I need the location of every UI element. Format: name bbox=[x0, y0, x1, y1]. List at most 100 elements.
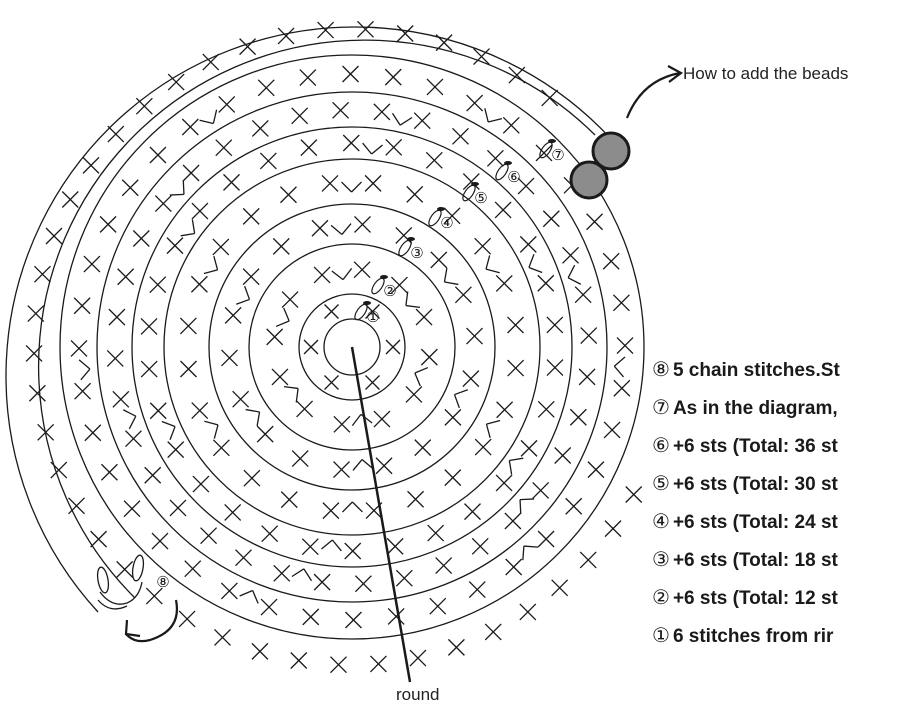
spiral-stitch-symbol bbox=[33, 265, 51, 283]
single-crochet-symbol bbox=[149, 276, 167, 294]
single-crochet-symbol bbox=[554, 447, 572, 464]
single-crochet-symbol bbox=[426, 78, 444, 96]
single-crochet-symbol bbox=[464, 503, 481, 521]
single-crochet-symbol bbox=[466, 94, 484, 112]
increase-symbol bbox=[508, 457, 524, 475]
increase-symbol bbox=[485, 255, 500, 274]
single-crochet-symbol bbox=[321, 175, 339, 192]
single-crochet-symbol bbox=[507, 359, 525, 377]
bead-marker bbox=[437, 207, 445, 211]
single-crochet-symbol bbox=[242, 268, 260, 286]
round-label: round bbox=[396, 685, 440, 704]
single-crochet-symbol bbox=[414, 439, 432, 457]
spiral-stitch-symbol bbox=[409, 649, 427, 667]
single-crochet-symbol bbox=[565, 497, 583, 515]
round-5-ring bbox=[131, 126, 573, 568]
bead-marker bbox=[363, 301, 371, 305]
bead-marker bbox=[380, 275, 388, 279]
single-crochet-symbol bbox=[454, 286, 472, 304]
spiral-stitch-symbol bbox=[484, 623, 502, 641]
increase-symbol bbox=[484, 108, 503, 123]
single-crochet-symbol bbox=[385, 339, 401, 355]
increase-symbol bbox=[235, 285, 251, 305]
single-crochet-symbol bbox=[291, 450, 309, 468]
increase-symbol bbox=[239, 589, 259, 604]
single-crochet-symbol bbox=[353, 261, 371, 279]
single-crochet-symbol bbox=[232, 390, 250, 408]
single-crochet-symbol bbox=[271, 368, 289, 386]
legend-text: +6 sts (Total: 18 st bbox=[672, 550, 838, 571]
legend-row: ④+6 sts (Total: 24 st bbox=[652, 510, 904, 548]
increase-symbol bbox=[443, 267, 459, 286]
spiral-stitch-symbol bbox=[178, 610, 196, 628]
round-6-ring bbox=[96, 91, 608, 603]
increase-symbol bbox=[330, 223, 352, 235]
spiral-stitch-symbol bbox=[330, 656, 347, 674]
single-crochet-symbol bbox=[507, 316, 524, 334]
single-crochet-symbol bbox=[535, 144, 553, 162]
single-crochet-symbol bbox=[181, 118, 199, 136]
legend-number: ⑧ bbox=[652, 359, 670, 381]
single-crochet-symbol bbox=[100, 463, 118, 481]
single-crochet-symbol bbox=[121, 179, 139, 197]
round-2-ring bbox=[248, 243, 456, 451]
legend-number: ① bbox=[652, 625, 670, 647]
increase-symbol bbox=[341, 181, 363, 193]
increase-symbol bbox=[180, 219, 196, 237]
single-crochet-symbol bbox=[517, 177, 535, 195]
increase-symbol bbox=[122, 409, 137, 430]
magic-ring bbox=[323, 318, 381, 376]
single-crochet-symbol bbox=[429, 597, 447, 615]
spiral-stitch-symbol bbox=[135, 97, 153, 115]
single-crochet-symbol bbox=[261, 525, 279, 543]
round-number-marker: ② bbox=[383, 282, 396, 300]
single-crochet-symbol bbox=[390, 276, 408, 294]
single-crochet-symbol bbox=[99, 215, 117, 233]
single-crochet-symbol bbox=[300, 139, 318, 157]
legend-text: 6 stitches from rir bbox=[672, 626, 834, 647]
single-crochet-symbol bbox=[430, 251, 448, 269]
single-crochet-symbol bbox=[256, 425, 274, 443]
single-crochet-symbol bbox=[124, 430, 142, 448]
spiral-stitch-symbol bbox=[145, 587, 163, 605]
single-crochet-symbol bbox=[280, 491, 298, 509]
spiral-stitch-symbol bbox=[61, 191, 79, 208]
beads bbox=[569, 131, 631, 200]
legend-number: ② bbox=[652, 587, 670, 609]
single-crochet-symbol bbox=[546, 359, 564, 377]
single-crochet-symbol bbox=[70, 340, 88, 357]
single-crochet-symbol bbox=[215, 139, 233, 157]
single-crochet-symbol bbox=[562, 246, 580, 264]
single-crochet-symbol bbox=[169, 499, 187, 517]
single-crochet-symbol bbox=[123, 500, 141, 518]
single-crochet-symbol bbox=[299, 69, 317, 87]
single-crochet-symbol bbox=[387, 607, 405, 625]
single-crochet-symbol bbox=[303, 339, 319, 355]
single-crochet-symbol bbox=[602, 252, 620, 270]
increase-symbol bbox=[161, 420, 176, 440]
spiral-stitch-symbol bbox=[45, 227, 63, 245]
increase-symbol bbox=[519, 498, 535, 514]
spiral-stitch-symbol bbox=[277, 27, 295, 45]
single-crochet-symbol bbox=[405, 385, 423, 403]
single-crochet-symbol bbox=[84, 424, 102, 442]
stitch-symbols bbox=[25, 20, 643, 674]
single-crochet-symbol bbox=[221, 349, 238, 367]
outer-spiral bbox=[5, 26, 613, 613]
single-crochet-symbol bbox=[179, 317, 197, 335]
single-crochet-symbol bbox=[574, 286, 592, 304]
increase-symbol bbox=[203, 256, 219, 275]
chain-loop bbox=[131, 554, 145, 582]
single-crochet-symbol bbox=[603, 421, 621, 439]
spiral-stitch-symbol bbox=[28, 384, 46, 402]
increase-symbol bbox=[78, 359, 91, 381]
spiral-stitch-symbol bbox=[90, 530, 108, 548]
legend-row: ⑤+6 sts (Total: 30 st bbox=[652, 472, 904, 510]
increase-symbol bbox=[567, 264, 582, 285]
single-crochet-symbol bbox=[108, 308, 126, 326]
single-crochet-symbol bbox=[365, 304, 380, 319]
single-crochet-symbol bbox=[462, 370, 480, 388]
single-crochet-symbol bbox=[296, 400, 314, 418]
